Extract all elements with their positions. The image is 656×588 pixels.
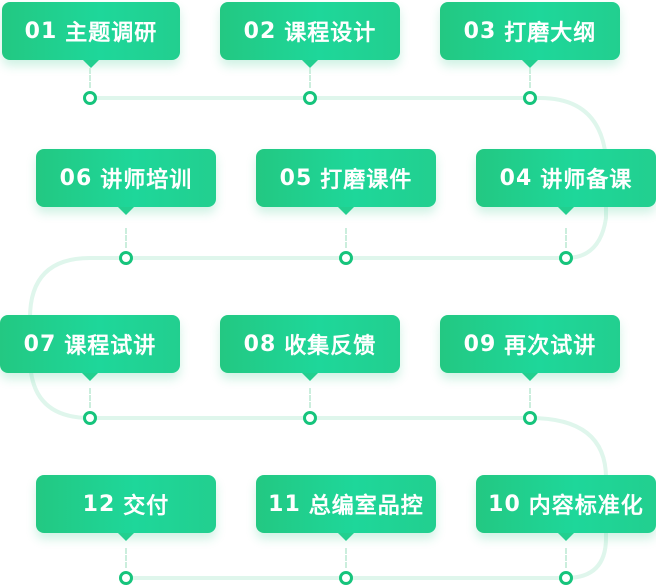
step-04-box: 04 讲师备课 xyxy=(476,149,656,215)
step-09-node xyxy=(523,411,537,425)
step-05-stem xyxy=(345,228,347,248)
step-label: 总编室品控 xyxy=(308,494,424,519)
step-number: 04 xyxy=(499,165,533,191)
step-label: 交付 xyxy=(123,494,170,519)
step-number: 08 xyxy=(243,331,277,357)
step-label: 主题调研 xyxy=(65,21,158,46)
step-09-box: 09 再次试讲 xyxy=(440,315,620,381)
step-12-box: 12 交付 xyxy=(36,475,216,541)
step-number: 06 xyxy=(59,165,93,191)
step-02-node xyxy=(303,91,317,105)
step-label: 打磨大纲 xyxy=(504,21,597,46)
step-02-box: 02 课程设计 xyxy=(220,2,400,68)
step-10-box: 10 内容标准化 xyxy=(476,475,656,541)
step-label: 讲师备课 xyxy=(540,168,633,193)
step-08-node xyxy=(303,411,317,425)
step-10-node xyxy=(559,571,573,585)
step-04-stem xyxy=(565,228,567,248)
step-05-box: 05 打磨课件 xyxy=(256,149,436,215)
step-number: 05 xyxy=(279,165,313,191)
step-10-stem xyxy=(565,548,567,568)
step-label: 课程试讲 xyxy=(64,334,157,359)
step-07-node xyxy=(83,411,97,425)
step-05-node xyxy=(339,251,353,265)
step-label: 课程设计 xyxy=(284,21,377,46)
step-07-stem xyxy=(89,388,91,408)
step-11-node xyxy=(339,571,353,585)
step-07-box: 07 课程试讲 xyxy=(0,315,180,381)
step-number: 10 xyxy=(488,491,521,517)
step-09-stem xyxy=(529,388,531,408)
step-label: 再次试讲 xyxy=(504,334,597,359)
step-11-box: 11 总编室品控 xyxy=(256,475,436,541)
step-number: 11 xyxy=(268,491,301,517)
step-number: 09 xyxy=(463,331,497,357)
step-12-node xyxy=(119,571,133,585)
step-number: 12 xyxy=(82,491,116,517)
step-04-node xyxy=(559,251,573,265)
step-02-stem xyxy=(309,68,311,88)
step-08-box: 08 收集反馈 xyxy=(220,315,400,381)
step-12-stem xyxy=(125,548,127,568)
step-01-box: 01 主题调研 xyxy=(2,2,180,68)
step-01-node xyxy=(83,91,97,105)
step-label: 讲师培训 xyxy=(100,168,193,193)
step-number: 03 xyxy=(463,18,497,44)
step-06-node xyxy=(119,251,133,265)
step-01-stem xyxy=(89,68,91,88)
step-03-node xyxy=(523,91,537,105)
step-label: 内容标准化 xyxy=(528,494,644,519)
step-number: 02 xyxy=(243,18,277,44)
step-label: 收集反馈 xyxy=(284,334,377,359)
step-03-stem xyxy=(529,68,531,88)
step-label: 打磨课件 xyxy=(320,168,413,193)
step-number: 07 xyxy=(23,331,57,357)
step-11-stem xyxy=(345,548,347,568)
step-03-box: 03 打磨大纲 xyxy=(440,2,620,68)
step-08-stem xyxy=(309,388,311,408)
step-06-box: 06 讲师培训 xyxy=(36,149,216,215)
step-number: 01 xyxy=(24,18,58,44)
step-06-stem xyxy=(125,228,127,248)
